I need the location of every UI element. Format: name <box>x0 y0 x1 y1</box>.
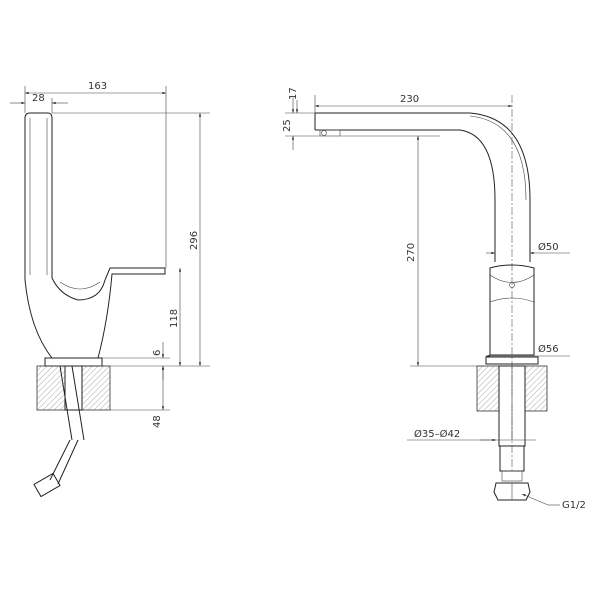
dimension-296: 296 <box>52 112 210 367</box>
dim-body-height: 118 <box>169 309 180 328</box>
dim-spout-height: 25 <box>282 119 293 132</box>
dim-body-diameter: Ø56 <box>538 343 559 355</box>
dimension-163: 163 <box>24 81 167 268</box>
dimension-6: 6 <box>102 342 170 380</box>
dimension-270: 270 <box>340 135 486 367</box>
supply-hose-front <box>493 445 531 501</box>
dim-spout-clearance: 270 <box>406 243 417 262</box>
dimension-17-25: 17 25 <box>282 87 320 150</box>
mount-block-side <box>36 365 111 441</box>
dimension-28: 28 <box>10 93 68 113</box>
dim-handle-width: 28 <box>32 93 45 104</box>
dim-hole-diameter: Ø35–Ø42 <box>414 428 460 440</box>
front-view: 230 17 25 270 Ø50 Ø56 Ø <box>282 87 586 511</box>
thread-callout: G1/2 <box>521 493 586 511</box>
spout <box>314 112 531 262</box>
dimension-48: 48 <box>110 365 170 428</box>
dimension-d50: Ø50 <box>486 241 570 255</box>
dim-width-overall: 163 <box>88 81 107 92</box>
supply-hose-side <box>33 439 79 498</box>
dim-thread: G1/2 <box>562 500 586 511</box>
mount-block-front <box>476 365 548 447</box>
dim-base-plate: 6 <box>152 350 163 356</box>
dim-tube-diameter: Ø50 <box>538 241 559 253</box>
faucet-body-front <box>485 264 539 365</box>
side-view: 163 28 296 118 6 48 <box>10 81 210 498</box>
dim-height-overall: 296 <box>189 231 200 250</box>
dim-mount-depth: 48 <box>152 415 163 428</box>
dim-spout-tip: 17 <box>288 87 299 100</box>
dim-spout-reach: 230 <box>400 94 419 105</box>
dimension-d56: Ø56 <box>485 343 570 358</box>
dimension-d35-d42: Ø35–Ø42 <box>407 428 536 442</box>
dimension-230: 230 <box>314 94 512 113</box>
faucet-side-outline <box>24 112 166 367</box>
dimension-118: 118 <box>169 267 182 367</box>
